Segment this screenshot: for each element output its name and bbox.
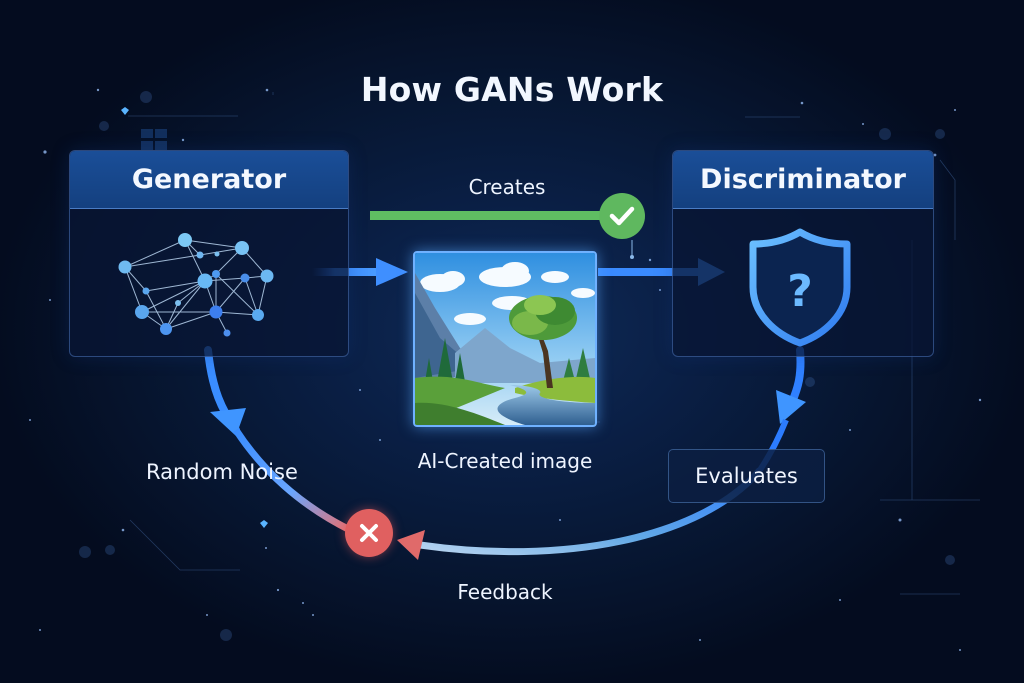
- generator-header: Generator: [70, 151, 348, 209]
- random-noise-label: Random Noise: [146, 460, 298, 484]
- svg-text:?: ?: [787, 266, 813, 317]
- ai-created-image: [413, 251, 597, 427]
- reject-badge: [345, 509, 393, 557]
- page-title: How GANs Work: [360, 70, 664, 109]
- shield-question-icon: ?: [749, 228, 851, 347]
- landscape-image: [415, 253, 595, 425]
- creates-label: Creates: [468, 175, 546, 199]
- generator-panel: Generator: [69, 150, 349, 357]
- x-icon: [360, 524, 378, 542]
- evaluates-box: Evaluates: [668, 449, 825, 503]
- discriminator-panel: Discriminator ?: [672, 150, 934, 357]
- success-badge: [599, 193, 645, 239]
- discriminator-header: Discriminator: [673, 151, 933, 209]
- image-caption: AI-Created image: [417, 449, 593, 473]
- evaluates-label: Evaluates: [695, 464, 798, 488]
- feedback-label: Feedback: [457, 580, 553, 604]
- neural-network-icon: [118, 233, 274, 337]
- checkmark-icon: [609, 206, 635, 226]
